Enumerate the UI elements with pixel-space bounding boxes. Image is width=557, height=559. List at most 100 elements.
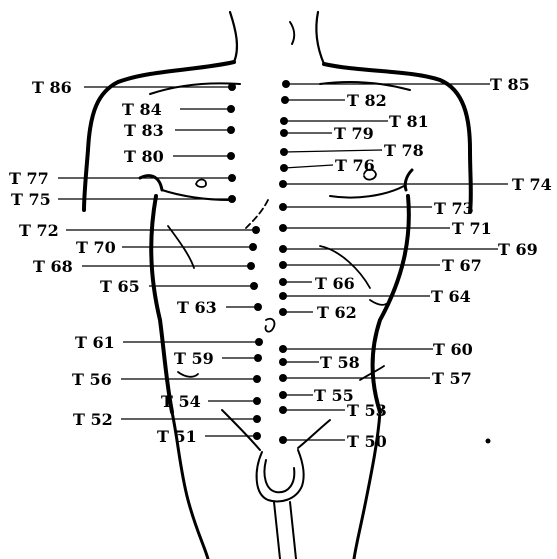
acupoint-dot (227, 126, 235, 134)
acupoint-label: T 69 (498, 240, 538, 259)
acupoint-t50: T 50 (279, 432, 387, 451)
acupoint-dot (280, 148, 288, 156)
speck-mark (486, 439, 491, 444)
right-clavicle (320, 82, 410, 90)
acupoint-label: T 73 (434, 199, 474, 218)
left-inguinal-mark (178, 372, 198, 377)
acupoint-dot (253, 432, 261, 440)
neck-right-line (316, 12, 324, 64)
acupoint-dot (227, 105, 235, 113)
acupoint-dot (279, 406, 287, 414)
acupoint-dot (228, 195, 236, 203)
acupoint-label: T 60 (433, 340, 473, 359)
acupoint-label: T 57 (432, 369, 472, 388)
neck-left-line (230, 12, 237, 62)
left-groin (222, 410, 260, 450)
acupoint-label: T 81 (389, 112, 429, 131)
acupoint-label: T 52 (73, 410, 113, 429)
acupoint-label: T 50 (347, 432, 387, 451)
inner-left-thigh (274, 502, 280, 559)
acupoint-dot (279, 358, 287, 366)
acupoint-dot (252, 226, 260, 234)
acupoint-t72: T 72 (19, 221, 260, 240)
acupoint-t54: T 54 (161, 392, 261, 411)
acupoint-dot (279, 436, 287, 444)
acupoint-dot (250, 282, 258, 290)
acupoint-dot (254, 303, 262, 311)
acupoint-t59: T 59 (174, 349, 262, 368)
acupoint-t75: T 75 (11, 190, 236, 209)
acupoint-t77: T 77 (9, 169, 236, 188)
acupoint-t73: T 73 (279, 199, 474, 218)
acupoint-dot (280, 129, 288, 137)
acupoint-dot (279, 278, 287, 286)
acupoint-dot (282, 80, 290, 88)
acupoint-t84: T 84 (122, 100, 235, 119)
inner-right-thigh (290, 502, 296, 559)
acupoint-label: T 71 (452, 219, 492, 238)
acupoint-t86: T 86 (32, 78, 236, 97)
acupoint-label: T 61 (75, 333, 115, 352)
acupoint-dot (247, 262, 255, 270)
acupoint-label: T 83 (124, 121, 164, 140)
acupoint-t51: T 51 (157, 427, 261, 446)
left-clavicle (150, 83, 240, 94)
acupoint-t74: T 74 (279, 175, 552, 194)
acupoint-label: T 74 (512, 175, 552, 194)
acupoint-t79: T 79 (280, 124, 374, 143)
acupoint-label: T 63 (177, 298, 217, 317)
acupoint-t67: T 67 (279, 256, 482, 275)
acupoint-label: T 62 (317, 303, 357, 322)
acupoint-dot (279, 180, 287, 188)
acupoint-t82: T 82 (281, 91, 387, 110)
acupoint-dot (279, 391, 287, 399)
acupoint-label: T 53 (347, 401, 387, 420)
acupoint-label: T 72 (19, 221, 59, 240)
acupoint-t66: T 66 (279, 274, 355, 293)
leader-line (284, 150, 382, 152)
acupoint-dot (279, 245, 287, 253)
right-abdomen-mark (370, 300, 386, 305)
acupoint-label: T 80 (124, 147, 164, 166)
torso-outline (84, 12, 491, 559)
acupoint-label: T 58 (320, 353, 360, 372)
acupoint-t85: T 85 (282, 75, 530, 94)
acupoint-dot (279, 345, 287, 353)
left-nipple (196, 180, 206, 188)
acupoint-label: T 68 (33, 257, 73, 276)
acupoint-label: T 85 (490, 75, 530, 94)
acupoint-dot (279, 224, 287, 232)
acupoint-label: T 65 (100, 277, 140, 296)
acupoint-t68: T 68 (33, 257, 255, 276)
acupoint-t63: T 63 (177, 298, 262, 317)
acupoint-label: T 78 (384, 141, 424, 160)
acupoint-label: T 86 (32, 78, 72, 97)
sternum-line (246, 200, 268, 228)
acupoint-t65: T 65 (100, 277, 258, 296)
acupoint-dot (228, 83, 236, 91)
acupoint-t62: T 62 (279, 303, 357, 322)
acupoint-dot (279, 308, 287, 316)
throat-mark (290, 22, 294, 44)
acupoint-t80: T 80 (124, 147, 235, 166)
acupoint-label: T 84 (122, 100, 162, 119)
acupoint-t76: T 76 (280, 156, 375, 175)
acupoint-label: T 77 (9, 169, 49, 188)
acupoint-dot (255, 338, 263, 346)
acupoint-t70: T 70 (76, 238, 257, 257)
acupoint-label: T 82 (347, 91, 387, 110)
right-groin (298, 420, 330, 448)
acupoint-dot (249, 243, 257, 251)
acupoint-label: T 54 (161, 392, 201, 411)
acupoint-dot (253, 397, 261, 405)
speck-mark-2 (155, 301, 158, 304)
acupoint-t55: T 55 (279, 386, 354, 405)
navel (265, 319, 274, 332)
acupoint-dot (254, 354, 262, 362)
acupoint-label: T 67 (442, 256, 482, 275)
acupoint-label: T 75 (11, 190, 51, 209)
acupoint-dot (281, 96, 289, 104)
acupoint-label: T 51 (157, 427, 197, 446)
